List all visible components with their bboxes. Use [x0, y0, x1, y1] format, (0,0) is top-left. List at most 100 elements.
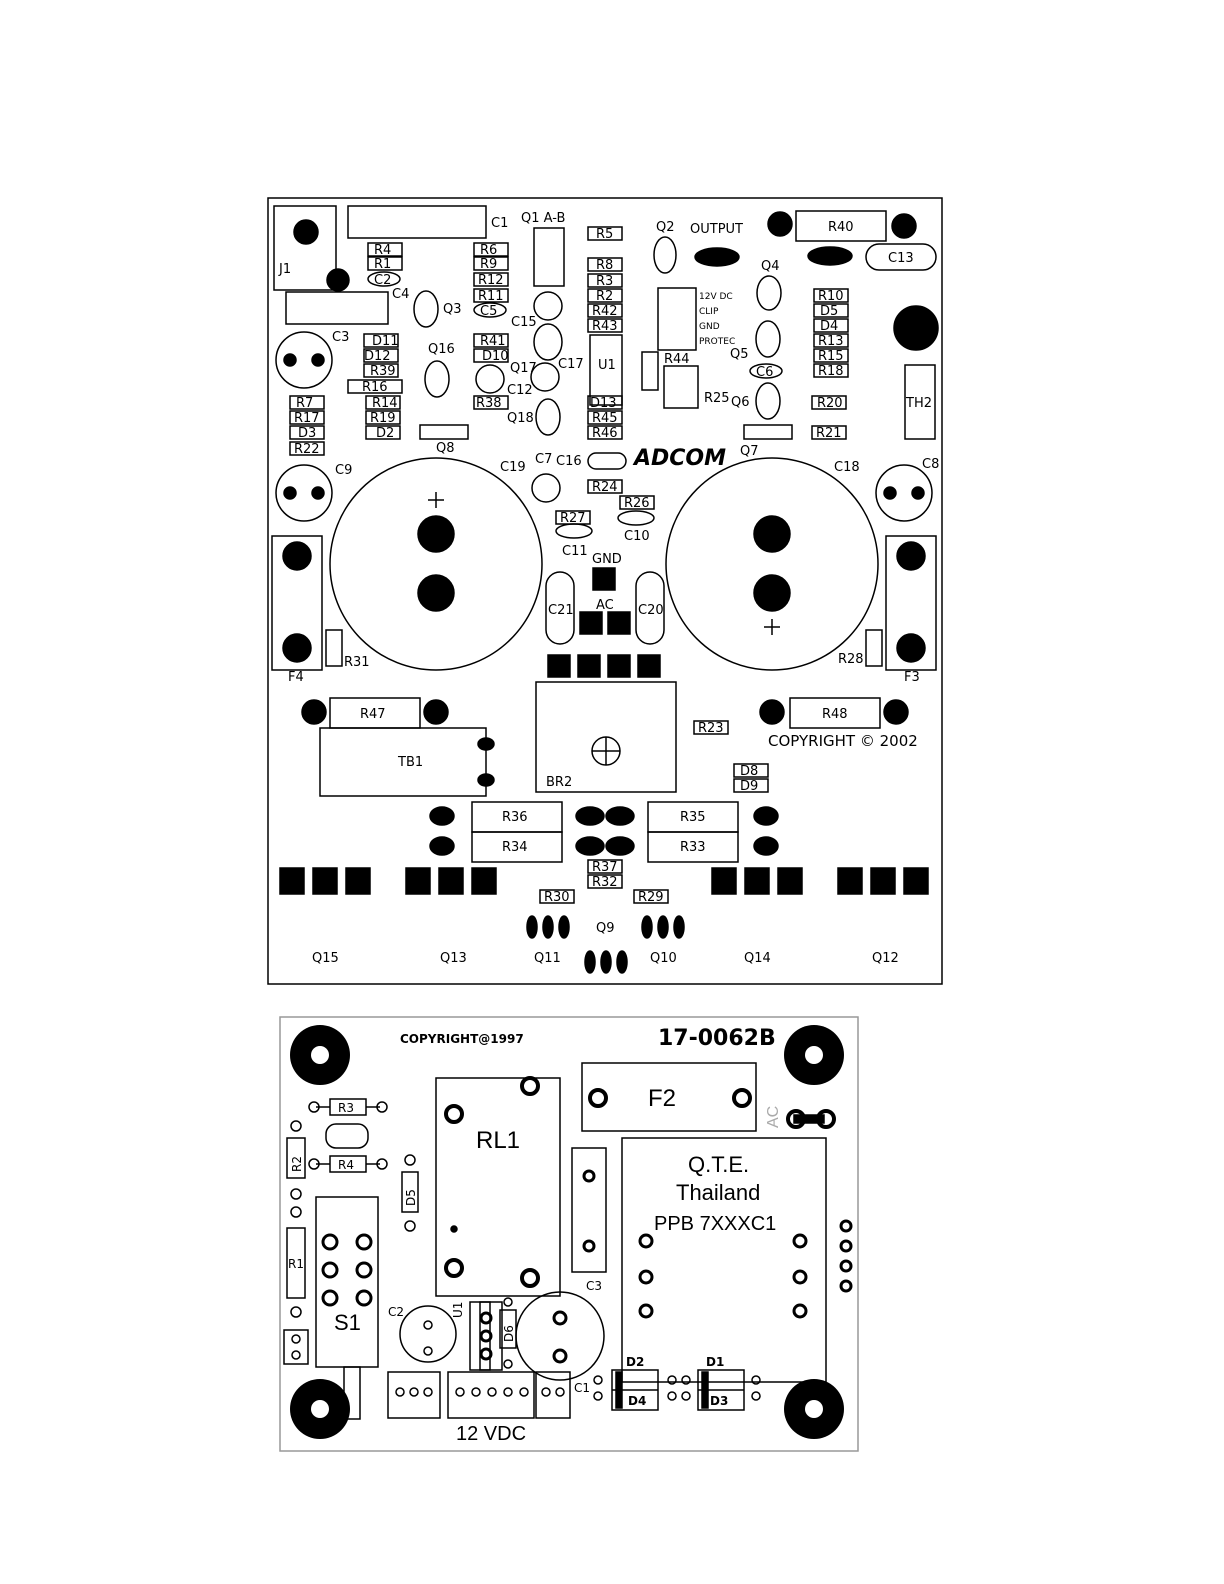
label-c5: C5: [480, 304, 497, 319]
label-r40: R40: [828, 220, 854, 235]
d5-body: [401, 1171, 419, 1213]
f3-holder: [885, 535, 937, 671]
q6-body: [755, 382, 781, 420]
r32-body: [587, 874, 623, 889]
label-q6: Q6: [731, 395, 750, 410]
c3-pad: [582, 1169, 596, 1183]
u1-pad: [479, 1311, 493, 1325]
r42-body: [587, 303, 623, 318]
rl1-dot: [450, 1225, 458, 1233]
label-gnd: GND: [592, 552, 622, 567]
c4-body: [515, 1291, 605, 1381]
label-c12: C12: [507, 383, 533, 398]
protect-connector: [657, 287, 697, 351]
r28-body: [865, 629, 883, 667]
label-c10: C10: [624, 529, 650, 544]
transformer-pad: [638, 1233, 654, 1249]
f2-pad: [588, 1088, 608, 1108]
r40-pad: [767, 211, 793, 237]
rl1-body: [435, 1077, 561, 1297]
tb1-pad: [477, 737, 495, 751]
d-pad: [667, 1391, 677, 1401]
label-q1: Q1 A-B: [521, 211, 565, 226]
q12-pad: [870, 867, 896, 895]
d-pad: [681, 1391, 691, 1401]
d-pad: [751, 1375, 761, 1385]
c1-pad: [593, 1375, 603, 1385]
label-r34: R34: [502, 840, 528, 855]
d5-pad: [404, 1154, 416, 1166]
r8-body: [587, 257, 623, 272]
f4-holder: [271, 535, 323, 671]
jumper-pad: [291, 1334, 301, 1344]
r48-body: [789, 697, 881, 729]
label-u1: U1: [598, 358, 616, 373]
label-d9: D9: [740, 779, 758, 794]
pad: [575, 806, 605, 826]
c17-body: [530, 362, 560, 392]
c6-body: [749, 363, 783, 379]
r47-pad: [423, 699, 449, 725]
label-f3: F3: [904, 670, 920, 685]
label-q12: Q12: [872, 951, 899, 966]
mounting-hole: [893, 305, 939, 351]
d2-d4-band: [615, 1371, 623, 1409]
d9-body: [733, 778, 769, 793]
r4-pad: [376, 1158, 388, 1170]
r13-body: [813, 333, 849, 348]
label-f2: F2: [648, 1085, 676, 1112]
label-r15: R15: [818, 349, 844, 364]
r4-pad: [308, 1158, 320, 1170]
s1-body: [315, 1196, 379, 1368]
label-d1: D1: [706, 1355, 724, 1369]
r16-body: [347, 379, 403, 394]
f2-holder: [581, 1062, 757, 1132]
c10-body: [617, 510, 655, 526]
label-r22: R22: [294, 442, 320, 457]
label-c21: C21: [548, 603, 574, 618]
br2-body: [535, 681, 677, 793]
r6-body: [473, 242, 509, 257]
label-r1: R1: [288, 1257, 304, 1271]
transformer-pad: [792, 1303, 808, 1319]
c4-pad: [552, 1310, 568, 1326]
label-c9: C9: [335, 463, 352, 478]
r25-body: [663, 365, 699, 409]
r38-body: [473, 395, 509, 410]
voltage-select-pad: [839, 1239, 853, 1253]
u1-body: [589, 334, 623, 406]
label-c2: C2: [374, 273, 391, 288]
ac-pad: [607, 611, 631, 635]
c9-pad: [311, 486, 325, 500]
r35-pad: [753, 806, 779, 826]
s1-pad: [355, 1289, 373, 1307]
s1-pad: [355, 1261, 373, 1279]
label-c19: C19: [500, 460, 526, 475]
rl1-pad: [444, 1258, 464, 1278]
label-r4: R4: [374, 243, 391, 258]
j1-pad: [326, 268, 350, 292]
tb1-block: [319, 727, 487, 797]
q15-pad: [312, 867, 338, 895]
r3-pad: [308, 1101, 320, 1113]
label-r11: R11: [478, 289, 504, 304]
label-r45: R45: [592, 411, 618, 426]
label-d12: D12: [364, 349, 391, 364]
r4-body: [367, 242, 403, 257]
label-r6: R6: [480, 243, 497, 258]
r15-body: [813, 348, 849, 363]
board-1-outline: [267, 197, 943, 985]
label-d5: D5: [820, 304, 838, 319]
c2-pad: [423, 1320, 433, 1330]
label-r26: R26: [624, 496, 650, 511]
q9-pin: [584, 950, 596, 974]
label-q5: Q5: [730, 347, 749, 362]
r34-pad: [429, 836, 455, 856]
board-2-labels: COPYRIGHT@1997 17-0062B R3 R4 R2 R1 D5 R…: [288, 1026, 782, 1445]
plus-mark: [764, 619, 780, 635]
r43-body: [587, 318, 623, 333]
br2-cross: [592, 737, 620, 765]
label-q7: Q7: [740, 444, 759, 459]
q14-pad: [777, 867, 803, 895]
transformer-pad: [792, 1233, 808, 1249]
